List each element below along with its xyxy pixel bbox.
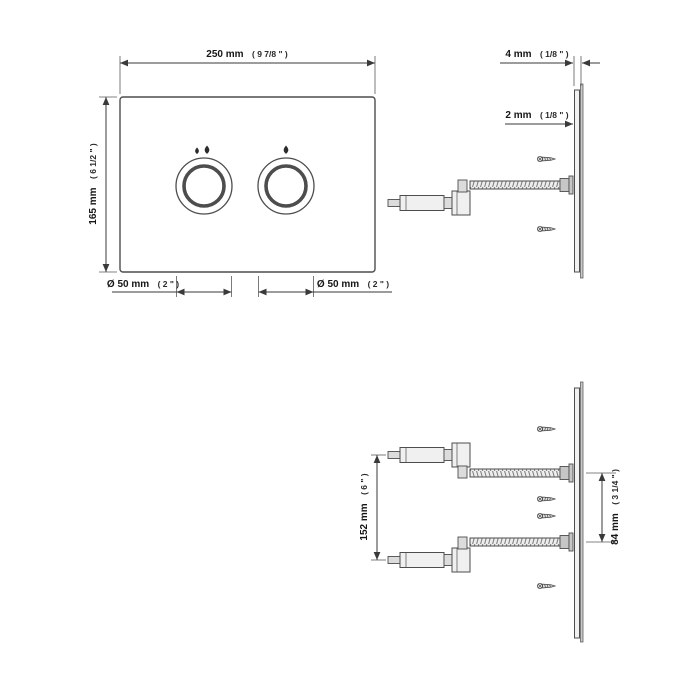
front-view: 250 mm ( 9 7/8 " ) 165 mm ( 6 1/2 " ) Ø … bbox=[83, 44, 392, 297]
lower-push-rod-assembly bbox=[388, 513, 573, 588]
upper-push-rod-assembly bbox=[388, 426, 573, 501]
right-flush-button-ring bbox=[257, 157, 315, 215]
plate-thickness-label: 2 mm ( 1/8 " ) bbox=[505, 105, 568, 122]
hole-spacing-label: 84 mm ( 3 1/4 " ) bbox=[605, 469, 622, 545]
total-thickness-label: 4 mm ( 1/8 " ) bbox=[505, 44, 568, 61]
push-rod-assembly bbox=[388, 156, 573, 231]
mounting-frame-profile bbox=[580, 83, 584, 279]
flush-plate-front bbox=[119, 96, 376, 273]
mounting-frame-profile-bottom bbox=[580, 381, 584, 643]
right-button-diameter-label: Ø 50 mm ( 2 " ) bbox=[317, 274, 389, 291]
side-view-top: 4 mm ( 1/8 " ) 2 mm ( 1/8 " ) bbox=[388, 44, 600, 279]
right-flush-button bbox=[264, 164, 308, 208]
left-flush-button-ring bbox=[175, 157, 233, 215]
left-flush-button bbox=[182, 164, 226, 208]
left-button-diameter-label: Ø 50 mm ( 2 " ) bbox=[107, 274, 179, 291]
flush-plate-side-profile-bottom bbox=[574, 387, 580, 639]
front-height-label: 165 mm ( 6 1/2 " ) bbox=[83, 143, 100, 225]
rod-spacing-label: 152 mm ( 6 " ) bbox=[354, 473, 371, 540]
flush-plate-side-profile bbox=[574, 89, 580, 273]
front-width-label: 250 mm ( 9 7/8 " ) bbox=[206, 44, 288, 61]
side-view-bottom: 152 mm ( 6 " ) 84 mm ( 3 1/4 " ) bbox=[354, 381, 622, 643]
